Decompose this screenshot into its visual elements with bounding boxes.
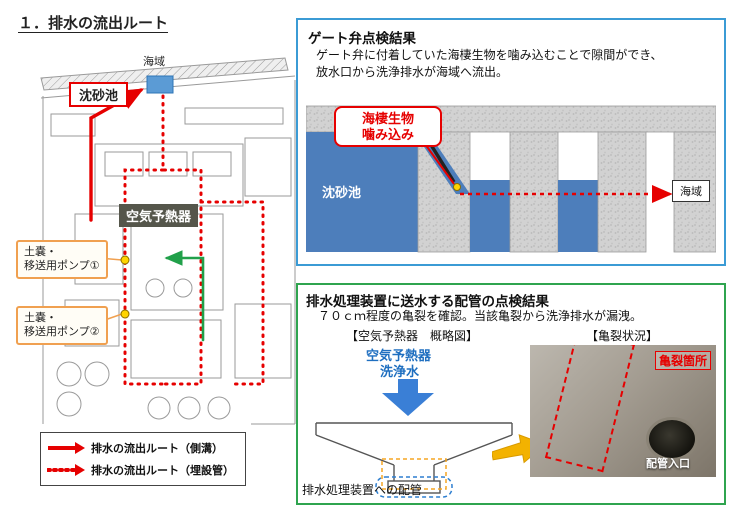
pipe-inspection-panel: 排水処理装置に送水する配管の点検結果 ７０ｃｍ程度の亀裂を確認。当該亀裂から洗浄… [296, 283, 726, 505]
washwater-line1: 空気予熱器 [366, 348, 432, 363]
solid-red-arrow-icon [48, 442, 85, 454]
pump1-line1: 土嚢・ [24, 246, 57, 258]
gate-sea-label: 海域 [672, 180, 710, 202]
map-sea-label: 海域 [143, 56, 165, 68]
route-green-preheater [164, 250, 205, 342]
pump2-line1: 土嚢・ [24, 312, 57, 324]
crack-outline [544, 345, 636, 473]
pipe-to-treatment-label: 排水処理装置への配管 [302, 483, 423, 497]
crack-photo: 亀裂箇所 配管入口 [530, 345, 716, 477]
crack-label: 亀裂箇所 [654, 351, 711, 370]
pump1-label: 土嚢・ 移送用ポンプ① [16, 240, 108, 279]
callout-line2: 噛み込み [361, 126, 414, 142]
gate-basin-label: 沈砂池 [322, 185, 362, 200]
site-map: 海域 沈砂池 空気予熱器 [35, 52, 303, 504]
callout-line1: 海棲生物 [361, 111, 414, 126]
gate-panel-desc1: ゲート弁に付着していた海棲生物を噛み込むことで隙間ができ、 [316, 48, 663, 62]
pump1-line2: 移送用ポンプ① [24, 260, 100, 273]
map-legend: 排水の流出ルート（側溝） 排水の流出ルート（埋設管） [40, 432, 246, 486]
legend-row-dashed: 排水の流出ルート（埋設管） [47, 462, 239, 478]
preheater-schematic: 空気予熱器 洗浄水 [308, 345, 520, 499]
legend-row-solid: 排水の流出ルート（側溝） [47, 440, 239, 456]
gate-panel-desc2: 放水口から洗浄排水が海域へ流出。 [316, 65, 509, 79]
pipe-inlet-label: 配管入口 [646, 458, 690, 470]
bite-point-dot [453, 183, 461, 191]
pump2-line2: 移送用ポンプ② [24, 326, 100, 339]
legend-dashed-label: 排水の流出ルート（埋設管） [91, 465, 234, 477]
schematic-caption: 【空気予熱器 概略図】 [346, 329, 479, 343]
map-preheater-label: 空気予熱器 [119, 204, 199, 227]
pipe-panel-desc: ７０ｃｍ程度の亀裂を確認。当該亀裂から洗浄排水が漏洩。 [318, 309, 643, 323]
hopper-drawing [315, 422, 513, 498]
crack-caption: 【亀裂状況】 [586, 329, 659, 343]
gate-panel-title: ゲート弁点検結果 [308, 31, 416, 46]
gate-valve-panel: ゲート弁点検結果 ゲート弁に付着していた海棲生物を噛み込むことで隙間ができ、 放… [296, 18, 726, 266]
map-basin-label: 沈砂池 [69, 82, 129, 107]
washwater-line2: 洗浄水 [380, 364, 420, 379]
blue-down-arrow-icon [382, 379, 434, 416]
page-title: １．排水の流出ルート [18, 15, 169, 32]
pump2-label: 土嚢・ 移送用ポンプ② [16, 306, 108, 345]
dashed-red-arrow-icon [47, 464, 85, 476]
legend-solid-label: 排水の流出ルート（側溝） [91, 443, 223, 455]
bio-bite-callout: 海棲生物 噛み込み [334, 106, 442, 148]
route-solid-side-ditch [89, 88, 144, 222]
pipe-panel-title: 排水処理装置に送水する配管の点検結果 [306, 294, 549, 309]
pipe-inlet-hole [646, 417, 698, 461]
pipe-highlight-box [375, 476, 453, 498]
